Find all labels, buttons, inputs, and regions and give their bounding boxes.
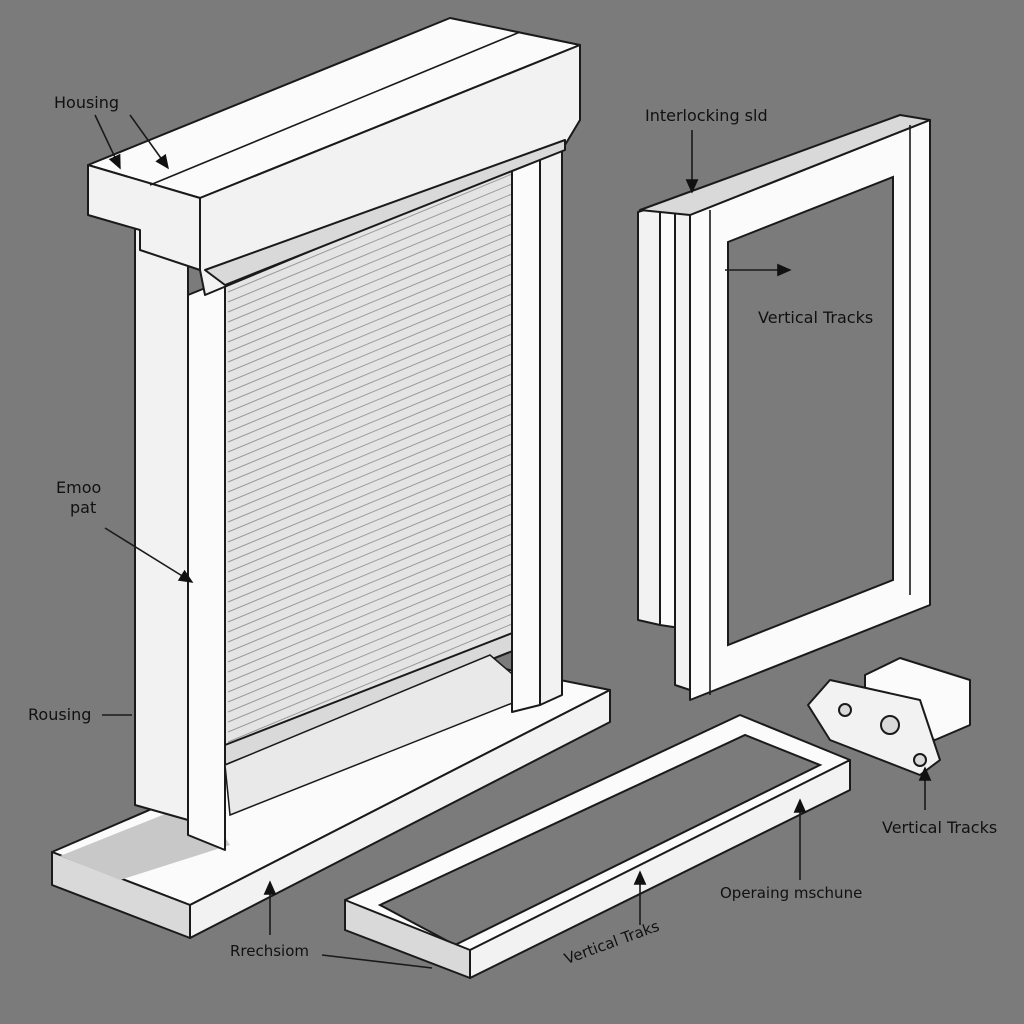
shutter-slat <box>227 503 513 623</box>
shutter-slat <box>227 373 513 493</box>
label-pat: pat <box>70 498 97 517</box>
shutter-slat <box>227 423 513 543</box>
label-vertical-tracks-upper: Vertical Tracks <box>758 308 874 327</box>
shutter-slat <box>227 323 513 443</box>
shutter-slat <box>227 353 513 473</box>
shutter-slat <box>227 343 513 463</box>
shutter-slat <box>227 543 513 663</box>
label-rrechsiom: Rrechsiom <box>230 942 310 960</box>
shutter-slat <box>227 603 513 723</box>
shutter-slat <box>227 293 513 413</box>
shutter-slat <box>227 553 513 673</box>
shutter-slat <box>227 173 513 293</box>
operating-mechanism <box>807 657 971 776</box>
shutter-slat <box>227 313 513 433</box>
label-vertical-tracks-mechanism: Vertical Tracks <box>882 818 998 837</box>
shutter-slat <box>227 463 513 583</box>
shutter-slat <box>227 593 513 713</box>
shutter-slat <box>227 193 513 313</box>
leader-lines <box>94 114 932 969</box>
shutter-slat <box>227 443 513 563</box>
shutter-slat <box>227 523 513 643</box>
shutter-slat <box>227 473 513 593</box>
shutter-slat <box>227 573 513 693</box>
shutter-slat <box>227 253 513 373</box>
shutter-slat <box>227 493 513 613</box>
vertical-track-frame <box>639 114 931 701</box>
shutter-slat <box>227 613 513 733</box>
left-column <box>134 199 226 851</box>
shutter-slat <box>227 563 513 683</box>
shutter-slat <box>227 363 513 483</box>
shutter-slat <box>227 433 513 553</box>
interlocking-slide-frames <box>637 197 691 691</box>
shutter-slat <box>227 583 513 703</box>
shutter-slat <box>227 403 513 523</box>
shutter-curtain <box>224 163 526 817</box>
label-operating-machine: Operaing mschune <box>720 884 863 902</box>
shutter-slat <box>227 263 513 383</box>
base-slab <box>51 664 611 939</box>
shutter-slat <box>227 183 513 303</box>
shutter-slat <box>227 233 513 353</box>
shutter-slat <box>227 513 513 633</box>
right-track <box>511 141 563 713</box>
shutter-slat <box>227 273 513 393</box>
shutter-slat <box>227 533 513 653</box>
shutter-slat <box>227 303 513 423</box>
shutter-slat <box>227 383 513 503</box>
label-emoo: Emoo <box>56 478 102 497</box>
shutter-slat <box>227 213 513 333</box>
label-housing: Housing <box>54 93 120 112</box>
shutter-slat <box>227 203 513 323</box>
shutter-slat <box>227 393 513 513</box>
shutter-slat <box>227 333 513 453</box>
shutter-slat <box>227 483 513 603</box>
label-interlocking-slide: Interlocking sld <box>645 106 768 125</box>
shutter-slat <box>227 623 513 743</box>
shutter-slat <box>227 223 513 343</box>
shutter-slat <box>227 453 513 573</box>
shutter-slat <box>227 283 513 403</box>
bottom-rail-frame <box>344 714 851 979</box>
housing-box <box>87 17 581 296</box>
shutter-slat <box>227 243 513 363</box>
label-rousing: Rousing <box>28 705 92 724</box>
shutter-slat <box>227 413 513 533</box>
